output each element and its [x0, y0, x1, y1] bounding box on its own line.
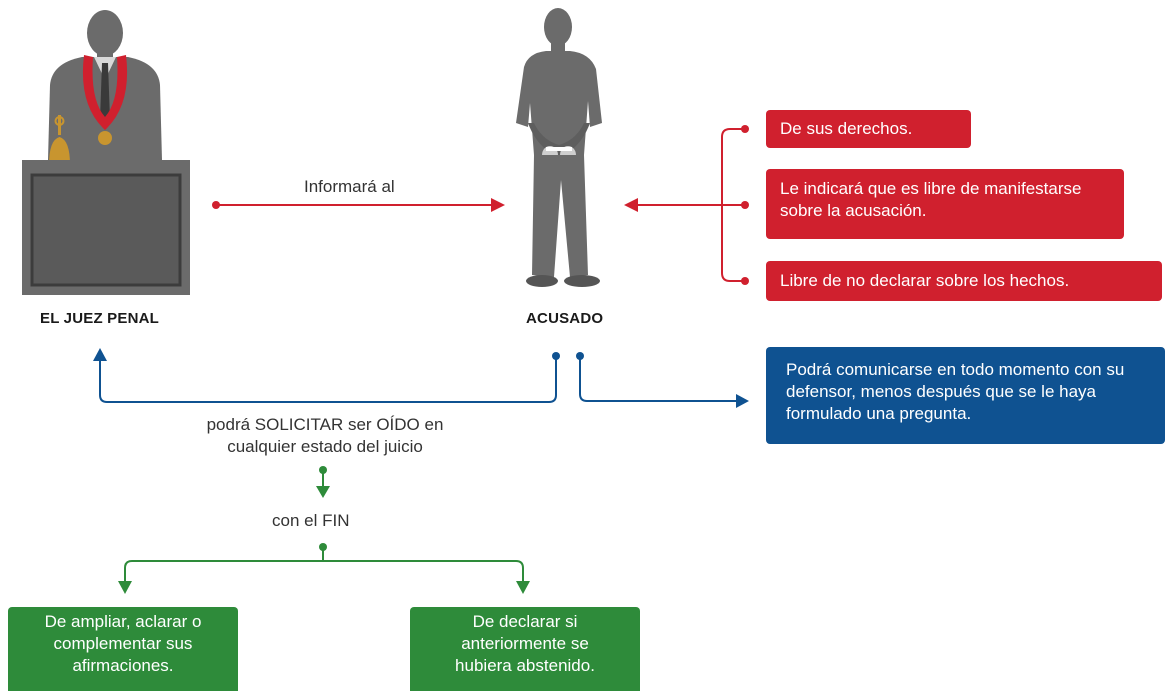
request-arrow — [93, 348, 560, 403]
outcome-text: De declarar si anteriormente se hubiera … — [455, 612, 595, 675]
inform-label: Informará al — [304, 177, 395, 196]
inform-arrow — [212, 198, 505, 212]
rights-bracket — [624, 125, 749, 285]
judge-label: EL JUEZ PENAL — [40, 310, 160, 327]
right-text: De sus derechos. — [780, 119, 913, 138]
communicate-text: Podrá comunicarse en todo momento con su… — [786, 360, 1125, 423]
handcuffed-man-icon — [516, 8, 602, 287]
right-box-manifestarse: Le indicará que es libre de manifestarse… — [766, 169, 1124, 239]
judge-figure-icon — [22, 10, 190, 295]
right-text: Libre de no declarar sobre los hechos. — [780, 271, 1070, 290]
communicate-box: Podrá comunicarse en todo momento con su… — [766, 347, 1165, 444]
purpose-arrow — [316, 466, 330, 498]
outcomes-branch — [118, 543, 530, 594]
outcome-box-declarar: De declarar si anteriormente se hubiera … — [410, 607, 640, 691]
purpose-text: con el FIN — [272, 511, 350, 530]
outcome-text: De ampliar, aclarar o complementar sus a… — [44, 612, 202, 675]
right-text: Le indicará que es libre de manifestarse… — [780, 179, 1082, 220]
request-line-1: podrá SOLICITAR ser OÍDO en — [206, 415, 444, 434]
request-text: podrá SOLICITAR ser OÍDO en cualquier es… — [160, 414, 490, 458]
right-box-derechos: De sus derechos. — [766, 110, 971, 148]
bell-icon — [49, 115, 70, 165]
communicate-arrow — [576, 352, 749, 408]
request-line-2: cualquier estado del juicio — [227, 437, 423, 456]
right-box-no-declarar: Libre de no declarar sobre los hechos. — [766, 261, 1162, 301]
accused-label: ACUSADO — [526, 310, 604, 327]
outcome-box-ampliar: De ampliar, aclarar o complementar sus a… — [8, 607, 238, 691]
